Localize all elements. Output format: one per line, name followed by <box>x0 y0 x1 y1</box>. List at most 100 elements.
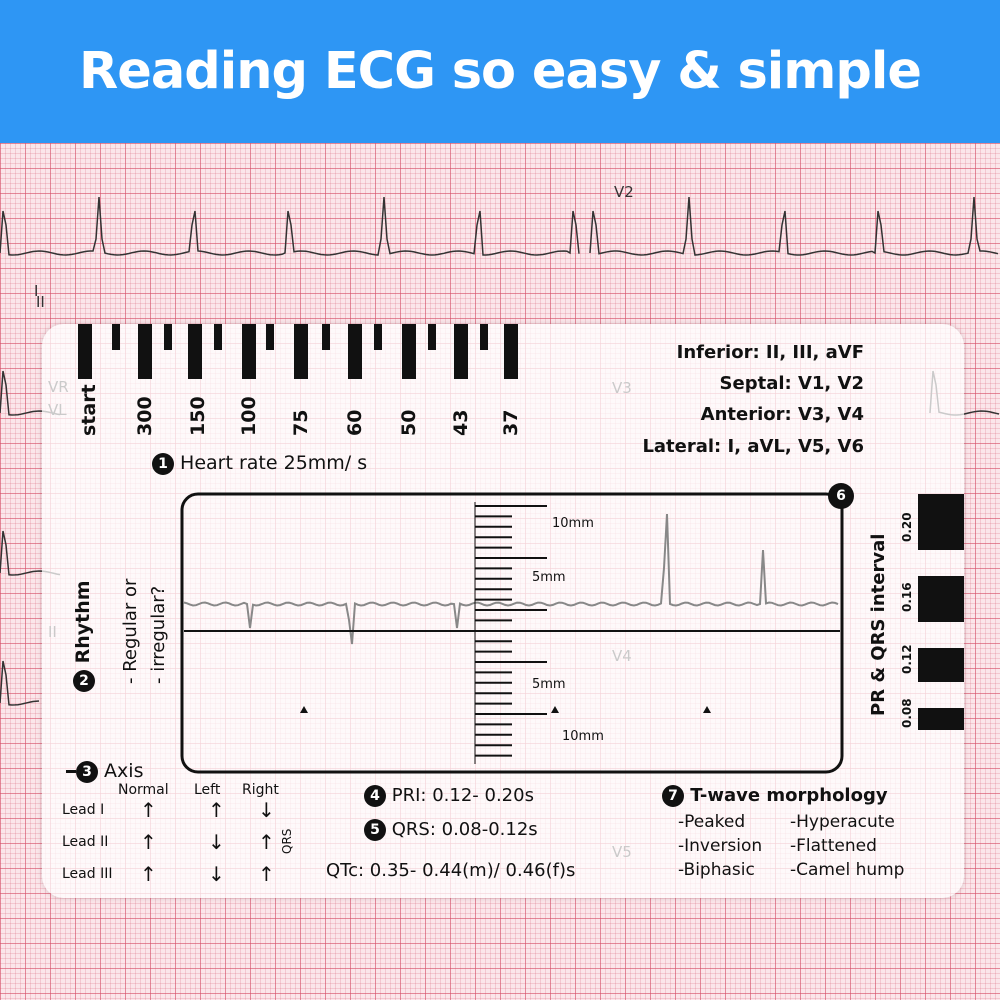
territory-inferior: Inferior: II, III, aVF <box>676 342 864 363</box>
rate-bar <box>374 324 382 350</box>
axis-arrow-icon: ↑ <box>140 830 157 854</box>
axis-title: 3 Axis <box>66 760 143 783</box>
axis-col-normal: Normal <box>118 782 169 798</box>
heart-rate-text: Heart rate 25mm/ s <box>180 452 368 474</box>
ruler-label-top-5mm: 5mm <box>532 570 566 585</box>
t-wave-inversion: -Inversion <box>678 836 763 856</box>
ruler-ticks <box>474 502 547 764</box>
axis-arrow-icon: ↑ <box>208 798 225 822</box>
rate-bar <box>504 324 518 379</box>
interval-scale-bars <box>918 494 964 730</box>
pri-label: 4 PRI: 0.12- 0.20s <box>364 785 534 807</box>
banner: Reading ECG so easy & simple <box>0 0 1000 143</box>
card-ecg-trace <box>183 513 839 645</box>
rate-bar <box>348 324 362 379</box>
heart-rate-label: 1 Heart rate 25mm/ s <box>152 452 367 475</box>
rate-bar <box>454 324 468 379</box>
rate-label-start: start <box>78 384 100 436</box>
rate-label-37: 37 <box>500 409 522 436</box>
axis-row-lead: Lead II <box>62 834 109 850</box>
interval-bar <box>918 576 964 622</box>
t-wave-text: T-wave morphology <box>690 785 888 806</box>
rhythm-title: 2 Rhythm <box>72 580 95 692</box>
interval-bar <box>918 494 964 550</box>
step-2-icon: 2 <box>72 670 95 692</box>
axis-arrow-icon: ↓ <box>208 830 225 854</box>
rate-bar <box>266 324 274 350</box>
rate-label-50: 50 <box>398 409 420 436</box>
axis-col-left: Left <box>194 782 221 798</box>
rate-bar <box>294 324 308 379</box>
ruler-label-bottom-5mm: 5mm <box>532 677 566 692</box>
axis-arrow-icon: ↑ <box>258 862 275 886</box>
rate-label-300: 300 <box>134 396 156 436</box>
card-graphics <box>78 324 964 774</box>
rate-bar <box>322 324 330 350</box>
rhythm-text: Rhythm <box>72 580 94 664</box>
rhythm-line-1: - Regular or <box>120 578 141 684</box>
ecg-lead-trace <box>0 196 580 256</box>
rate-label-75: 75 <box>290 409 312 436</box>
rate-bar <box>188 324 202 379</box>
t-wave-flattened: -Flattened <box>790 836 877 856</box>
axis-arrow-icon: ↓ <box>208 862 225 886</box>
pri-text: PRI: 0.12- 0.20s <box>391 785 534 806</box>
ruler-box <box>180 492 844 774</box>
step-6-icon: 6 <box>828 483 854 509</box>
ruler-label-bottom-10mm: 10mm <box>562 729 604 744</box>
rate-bar <box>78 324 92 379</box>
t-wave-hyperacute: -Hyperacute <box>790 812 895 832</box>
step-1-icon: 1 <box>152 452 174 475</box>
axis-arrow-icon: ↓ <box>258 798 275 822</box>
territory-lateral: Lateral: I, aVL, V5, V6 <box>642 436 864 457</box>
ecg-lead-trace <box>0 660 40 706</box>
territory-anterior: Anterior: V3, V4 <box>700 404 864 425</box>
rate-bar <box>164 324 172 350</box>
triangle-marker-3 <box>703 706 711 713</box>
axis-row-lead: Lead III <box>62 866 113 882</box>
rate-bar <box>214 324 222 350</box>
rate-label-43: 43 <box>450 409 472 436</box>
step-3-icon: 3 <box>76 760 98 783</box>
interval-bar <box>918 648 964 682</box>
rate-bar <box>242 324 256 379</box>
axis-row-lead: Lead I <box>62 802 105 818</box>
t-wave-peaked: -Peaked <box>678 812 746 832</box>
t-wave-col-2: -Hyperacute -Flattened -Camel hump <box>790 810 904 882</box>
rate-label-60: 60 <box>344 409 366 436</box>
rate-bar <box>402 324 416 379</box>
lead-label-v2: V2 <box>614 183 634 201</box>
banner-title: Reading ECG so easy & simple <box>78 42 922 101</box>
rate-bar <box>480 324 488 350</box>
axis-text: Axis <box>104 760 144 782</box>
t-wave-title: 7 T-wave morphology <box>662 785 888 807</box>
step-6-badge: 6 <box>828 483 854 509</box>
axis-dash <box>66 770 76 773</box>
axis-qrs-label: QRS <box>280 828 294 854</box>
qtc-label: QTc: 0.35- 0.44(m)/ 0.46(f)s <box>326 860 576 881</box>
step-7-icon: 7 <box>662 785 684 807</box>
ecg-lead-trace <box>589 196 999 256</box>
rhythm-line-2: - irregular? <box>148 585 169 684</box>
triangle-marker-2 <box>551 706 559 713</box>
territory-septal: Septal: V1, V2 <box>719 373 864 394</box>
interval-scale-title: PR & QRS interval <box>868 533 889 716</box>
axis-arrow-icon: ↑ <box>140 862 157 886</box>
interval-label-1: 0.16 <box>900 582 914 612</box>
triangle-marker-1 <box>300 706 308 713</box>
lead-label-ii-top: II <box>36 293 45 311</box>
axis-col-right: Right <box>242 782 279 798</box>
interval-label-2: 0.12 <box>900 644 914 674</box>
step-4-icon: 4 <box>364 785 386 807</box>
rate-label-150: 150 <box>187 396 209 436</box>
qrs-label: 5 QRS: 0.08-0.12s <box>364 819 538 841</box>
rate-scale-bars <box>78 324 518 379</box>
interval-label-0: 0.20 <box>900 512 914 542</box>
axis-arrow-icon: ↑ <box>258 830 275 854</box>
axis-arrow-icon: ↑ <box>140 798 157 822</box>
rate-bar <box>428 324 436 350</box>
interval-label-3: 0.08 <box>900 698 914 728</box>
rate-bar <box>112 324 120 350</box>
lead-label-i: I <box>34 282 39 300</box>
